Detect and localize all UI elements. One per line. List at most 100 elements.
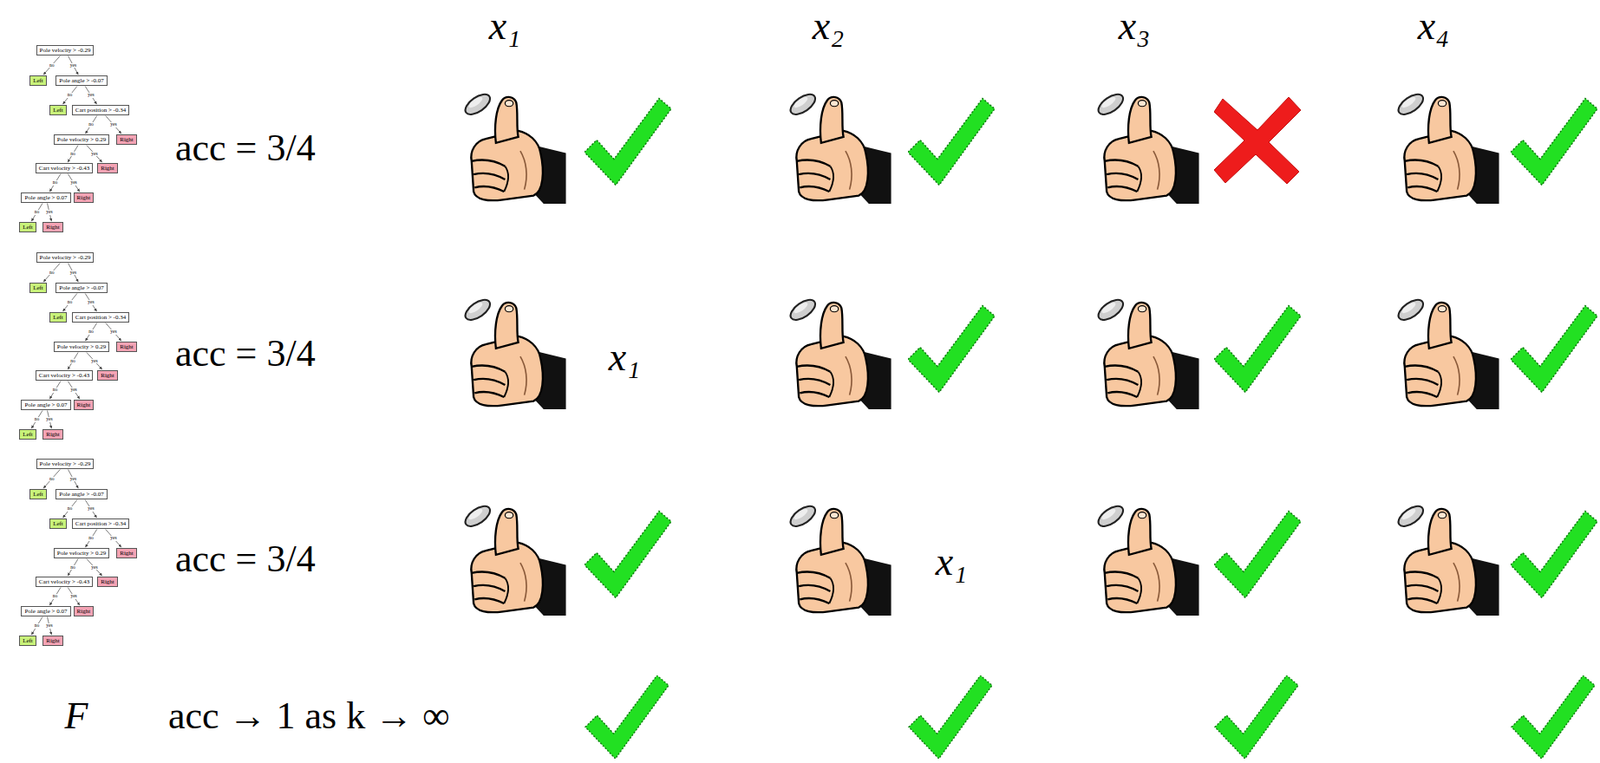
- coin-hand: [787, 295, 892, 410]
- leaf-right: Right: [97, 370, 118, 381]
- leaf-left: Left: [19, 222, 37, 233]
- limit-label: acc → 1 as k → ∞: [168, 695, 451, 738]
- tree-edge: [84, 116, 97, 135]
- node-text: Left: [32, 77, 44, 85]
- tree-edge: [67, 145, 79, 164]
- leaf-left: Left: [29, 489, 47, 500]
- decision-node: Cart position > -0.34: [71, 518, 130, 529]
- substitute-value: x₁: [935, 540, 967, 585]
- tree-edge: [84, 500, 97, 519]
- ensemble-name: F: [65, 695, 89, 738]
- node-text: Cart velocity > -0.43: [39, 578, 90, 586]
- tree-edge: [86, 559, 103, 577]
- edge-label: yes: [109, 122, 118, 128]
- check-mark: [585, 675, 669, 759]
- check-mark: [1214, 306, 1301, 393]
- tree-edge: [49, 174, 61, 193]
- decision-node: Pole angle > 0.07: [20, 399, 71, 411]
- edge-label: yes: [69, 270, 78, 276]
- cross-mark: [1214, 97, 1301, 184]
- edge-label: yes: [109, 329, 118, 335]
- tree-edge: [68, 470, 79, 490]
- coin-hand: [1095, 90, 1200, 204]
- check-mark: [1510, 511, 1598, 599]
- edge-label: yes: [69, 594, 78, 600]
- node-text: Cart velocity > -0.43: [39, 372, 90, 379]
- leaf-right: Right: [116, 134, 138, 145]
- coin-hand: [462, 295, 567, 410]
- coin-hand: [1395, 295, 1500, 410]
- tree-edge: [62, 86, 77, 105]
- node-text: Right: [77, 194, 92, 202]
- node-text: Left: [22, 223, 33, 231]
- leaf-right: Right: [42, 429, 64, 440]
- tree-edge: [49, 381, 61, 400]
- edge-label: yes: [69, 63, 78, 69]
- tree-edge: [31, 203, 43, 223]
- node-text: Pole velocity > 0.29: [57, 343, 106, 351]
- edge-label: no: [48, 270, 56, 276]
- tree-edge: [43, 263, 60, 283]
- check-mark: [907, 98, 995, 186]
- edge-label: no: [69, 151, 77, 157]
- coin-hand: [1395, 502, 1500, 616]
- tree-edge: [105, 323, 122, 342]
- tree-edge: [68, 56, 79, 76]
- leaf-left: Left: [19, 635, 37, 647]
- column-header: x₃: [1118, 4, 1150, 49]
- check-mark: [1510, 306, 1598, 393]
- node-text: Pole angle > 0.07: [24, 607, 67, 615]
- decision-node: Pole velocity > 0.29: [53, 134, 110, 145]
- edge-label: yes: [69, 476, 78, 483]
- edge-label: yes: [90, 359, 98, 365]
- edge-label: no: [66, 300, 74, 306]
- check-mark: [584, 98, 672, 186]
- node-text: Right: [119, 549, 134, 557]
- node-text: Right: [45, 223, 60, 231]
- decision-node: Pole angle > -0.07: [55, 282, 107, 294]
- decision-node: Pole angle > 0.07: [20, 606, 71, 617]
- tree-edge: [86, 352, 103, 371]
- tree-edge: [68, 263, 79, 283]
- decision-node: Cart velocity > -0.43: [35, 370, 93, 381]
- edge-label: yes: [109, 535, 118, 542]
- check-mark: [908, 675, 993, 759]
- tree-edge: [62, 500, 77, 519]
- tree-edge: [31, 617, 43, 636]
- tree-edge: [84, 86, 97, 105]
- edge-label: yes: [86, 300, 95, 306]
- tree-edge: [43, 470, 60, 490]
- tree-edge: [105, 116, 122, 135]
- decision-node: Cart velocity > -0.43: [35, 163, 93, 174]
- accuracy-label: acc = 3/4: [175, 333, 316, 375]
- node-text: Right: [77, 607, 92, 615]
- tree-edge: [31, 411, 43, 430]
- leaf-left: Left: [49, 312, 67, 323]
- tree-edge: [49, 587, 61, 607]
- node-text: Pole angle > -0.07: [58, 490, 104, 498]
- decision-node: Pole angle > 0.07: [20, 192, 71, 203]
- node-text: Pole velocity > -0.29: [39, 46, 92, 54]
- tree-edge: [67, 559, 79, 577]
- leaf-right: Right: [97, 576, 118, 588]
- leaf-right: Right: [116, 548, 138, 559]
- edge-label: no: [52, 180, 59, 186]
- tree-edge: [84, 323, 97, 342]
- check-mark: [1214, 675, 1299, 759]
- check-mark: [1510, 98, 1598, 186]
- leaf-left: Left: [29, 75, 47, 86]
- decision-node: Pole angle > -0.07: [55, 489, 107, 500]
- leaf-left: Left: [19, 429, 37, 440]
- node-text: Pole angle > -0.07: [58, 284, 104, 292]
- decision-node: Pole angle > -0.07: [55, 75, 107, 86]
- node-text: Right: [45, 637, 60, 645]
- tree-edge: [62, 293, 77, 313]
- edge-label: no: [52, 387, 59, 393]
- node-text: Right: [119, 343, 134, 351]
- node-text: Cart velocity > -0.43: [39, 164, 90, 172]
- node-text: Cart position > -0.34: [75, 106, 126, 114]
- node-text: Left: [52, 106, 64, 114]
- node-text: Right: [100, 164, 115, 172]
